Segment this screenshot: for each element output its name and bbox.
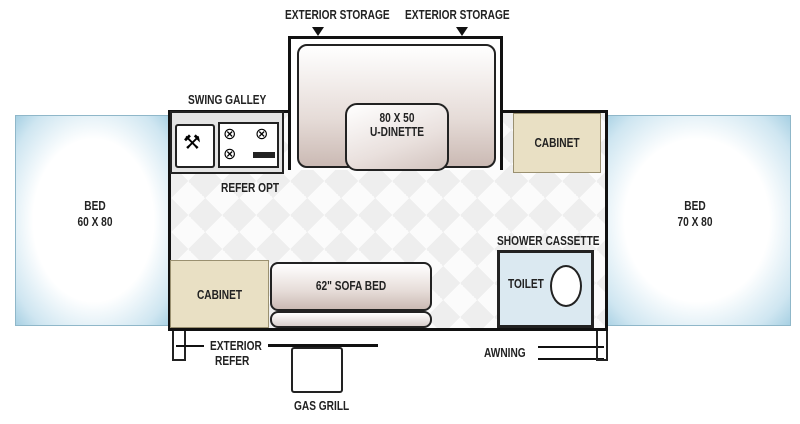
swing-galley-label: SWING GALLEY	[188, 92, 267, 107]
dinette-label: U-DINETTE	[369, 124, 425, 139]
exterior-refer-label: EXTERIOR	[210, 338, 262, 353]
arrow-down-icon	[312, 27, 324, 36]
exterior-refer-label-2: REFER	[215, 353, 250, 368]
cabinet-left	[170, 260, 269, 328]
cabinet-left-label: CABINET	[196, 287, 243, 302]
exterior-storage-label-left: EXTERIOR STORAGE	[285, 7, 390, 22]
stove-icon: ⊗⊗⊗	[218, 122, 279, 168]
toilet-label: TOILET	[508, 276, 544, 291]
sofa-bed	[270, 262, 432, 311]
arrow-down-icon	[456, 27, 468, 36]
exterior-storage-label-right: EXTERIOR STORAGE	[405, 7, 510, 22]
refer-opt-label: REFER OPT	[221, 180, 280, 195]
sofa-bed-label: 62" SOFA BED	[315, 278, 387, 293]
shower-cassette-label: SHOWER CASSETTE	[497, 233, 600, 248]
dinette-size: 80 X 50	[379, 110, 415, 125]
toilet-icon	[550, 265, 582, 307]
sofa-cushion	[270, 311, 432, 328]
dinette-table	[345, 103, 449, 171]
gas-grill	[291, 347, 343, 393]
bed-left-label: BED	[84, 198, 106, 213]
bed-right	[603, 115, 791, 326]
bed-left	[15, 115, 172, 326]
cabinet-right	[513, 113, 601, 173]
sink-icon: ⚒	[175, 124, 215, 168]
cabinet-right-label: CABINET	[534, 135, 580, 150]
bed-right-label: BED	[684, 198, 706, 213]
awning-bracket	[596, 331, 608, 361]
gas-grill-label: GAS GRILL	[294, 398, 350, 413]
bed-right-size: 70 X 80	[677, 214, 713, 229]
awning-label: AWNING	[484, 345, 526, 360]
bed-left-size: 60 X 80	[77, 214, 113, 229]
shower-cassette	[497, 250, 594, 328]
